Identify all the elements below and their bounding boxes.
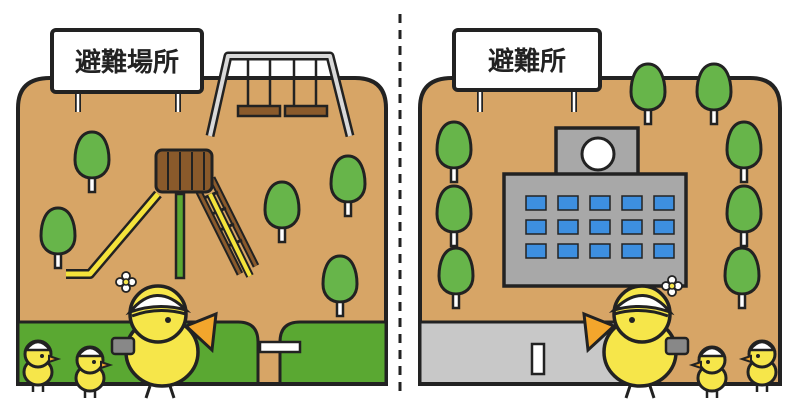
left-sign-label: 避難場所: [75, 47, 179, 78]
right-sign-label: 避難所: [488, 46, 566, 77]
flower-icon: [661, 275, 683, 297]
flower-icon: [115, 271, 137, 293]
swing-icon: [205, 51, 355, 138]
ground-marker: [258, 340, 302, 354]
right-panel-evacuation-shelter: 避難所: [418, 28, 782, 400]
signboard-icon: 避難場所: [50, 28, 204, 112]
ground-marker: [530, 342, 546, 376]
chick-icon: [582, 284, 690, 399]
slide-icon: [66, 148, 260, 280]
signboard-icon: 避難所: [452, 28, 602, 112]
chick-icon: [110, 284, 218, 399]
school-building-icon: [502, 126, 688, 288]
left-panel-evacuation-area: 避難場所: [16, 28, 388, 400]
